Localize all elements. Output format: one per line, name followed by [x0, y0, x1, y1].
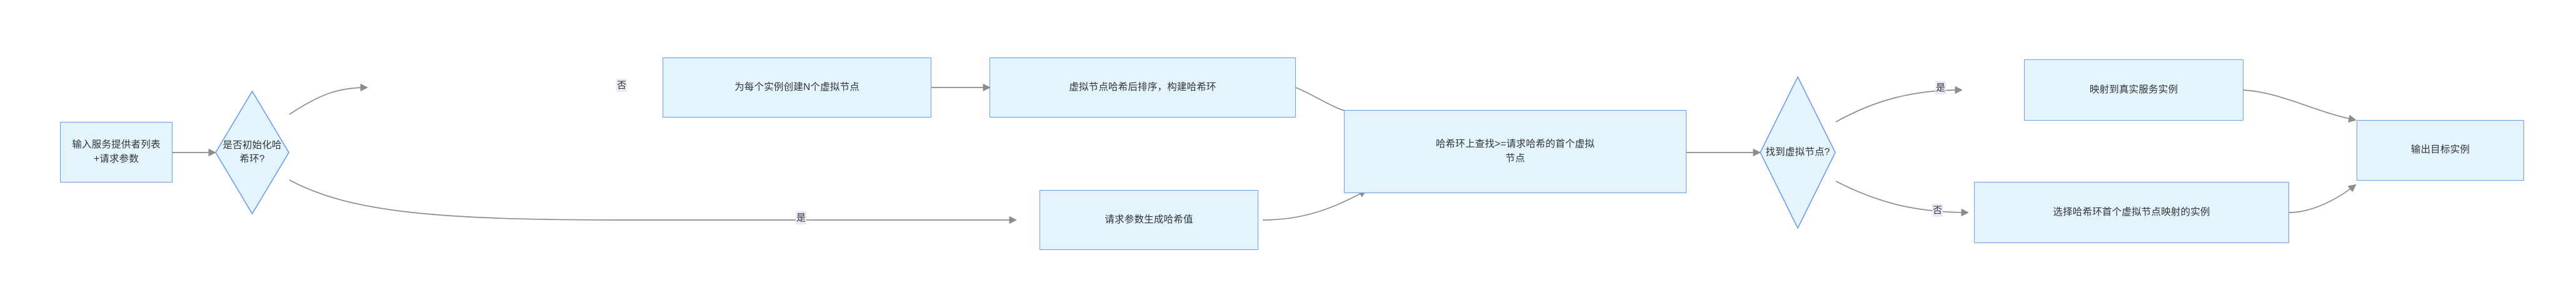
- node-input[interactable]: 输入服务提供者列表+请求参数: [60, 122, 173, 182]
- edge-mapreal-to-output: [2243, 89, 2355, 120]
- node-request-hash-label: 请求参数生成哈希值: [1105, 214, 1193, 225]
- node-create-virtual-nodes-label: 为每个实例创建N个虚拟节点: [734, 81, 860, 92]
- edge-label-found-yes: 是: [1935, 81, 1947, 94]
- node-output-label: 输出目标实例: [2410, 144, 2470, 156]
- node-request-hash[interactable]: 请求参数生成哈希值: [1040, 190, 1258, 250]
- edge-reqhash-to-lookup: [1262, 191, 1366, 221]
- node-map-real-instance-label: 映射到真实服务实例: [2089, 84, 2178, 95]
- node-output[interactable]: 输出目标实例: [2357, 120, 2524, 181]
- node-init-decision[interactable]: 是否初始化哈希环?: [215, 91, 289, 214]
- node-wraparound-instance-label: 选择哈希环首个虚拟节点映射的实例: [2053, 206, 2210, 218]
- node-create-virtual-nodes[interactable]: 为每个实例创建N个虚拟节点: [663, 58, 931, 118]
- node-init-decision-label: 是否初始化哈希环?: [223, 139, 282, 164]
- node-build-hash-ring-label: 虚拟节点哈希后排序，构建哈希环: [1069, 81, 1216, 92]
- edge-label-init-yes: 是: [796, 211, 807, 224]
- node-build-hash-ring[interactable]: 虚拟节点哈希后排序，构建哈希环: [990, 58, 1296, 118]
- edge-label-init-no: 否: [616, 79, 628, 92]
- node-ring-lookup[interactable]: 哈希环上查找>=请求哈希的首个虚拟 节点: [1344, 110, 1686, 193]
- node-found-decision[interactable]: 找到虚拟节点?: [1760, 76, 1836, 229]
- diamond-shape-found: [1760, 76, 1836, 229]
- edge-initq-to-reqhash: [289, 179, 1016, 220]
- edge-wraparound-to-output: [2288, 185, 2355, 213]
- diamond-shape-init: [215, 91, 289, 214]
- node-input-label: 输入服务提供者列表+请求参数: [72, 139, 161, 164]
- node-found-decision-label: 找到虚拟节点?: [1765, 146, 1830, 158]
- node-ring-lookup-label: 哈希环上查找>=请求哈希的首个虚拟 节点: [1435, 139, 1595, 164]
- edge-label-found-no: 否: [1932, 204, 1943, 217]
- edge-foundq-to-wraparound: [1835, 181, 1968, 212]
- node-map-real-instance[interactable]: 映射到真实服务实例: [2024, 59, 2243, 121]
- edge-initq-to-createvn: [289, 88, 367, 115]
- node-wraparound-instance[interactable]: 选择哈希环首个虚拟节点映射的实例: [1974, 182, 2289, 243]
- edge-foundq-to-mapreal: [1835, 90, 1962, 122]
